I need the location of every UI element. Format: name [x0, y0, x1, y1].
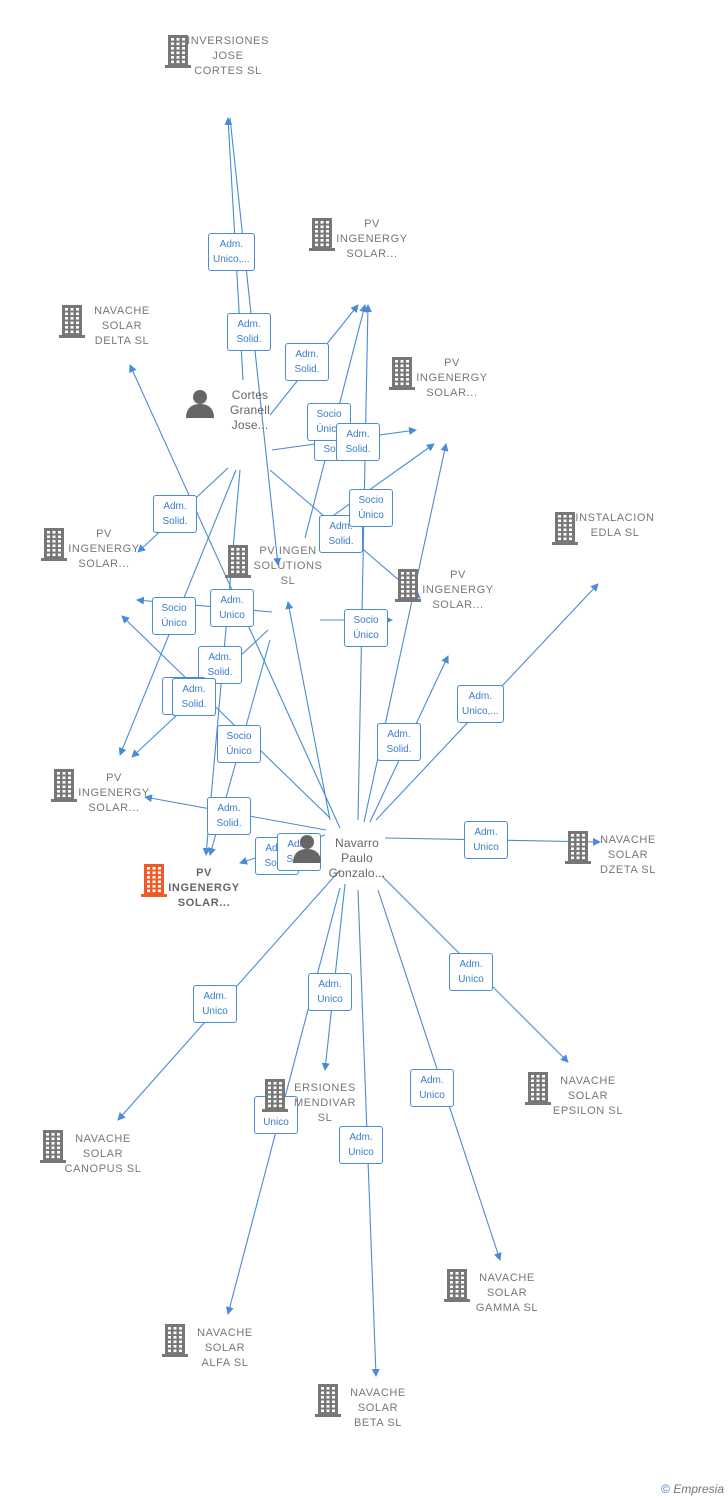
edge-navarro-to-pv_solutions — [285, 601, 331, 821]
edge-label-navarro-to-dzeta[interactable]: Adm. Unico — [464, 821, 508, 859]
node-pv_right2[interactable]: PV INGENERGY SOLAR... — [393, 568, 523, 617]
node-label: PV INGENERGY SOLAR... — [78, 772, 150, 814]
node-alfa[interactable]: NAVACHE SOLAR ALFA SL — [160, 1323, 290, 1371]
edge-label-pv_solutions-to-pv_right1[interactable]: Socio Único — [349, 489, 393, 527]
node-navarro[interactable]: Navarro Paulo Gonzalo... — [292, 833, 422, 881]
edge-label-navarro-to-pv_left2[interactable]: Adm. Solid. — [207, 797, 251, 835]
copyright-symbol: © — [661, 1482, 670, 1496]
node-pv_right1[interactable]: PV INGENERGY SOLAR... — [387, 356, 517, 405]
node-pv_solutions[interactable]: PV INGEN SOLUTIONS SL — [223, 544, 353, 593]
edge-navarro-to-pv_top — [357, 304, 372, 821]
brand-logo[interactable]: Empresia — [673, 1482, 724, 1496]
node-label: PV INGENERGY SOLAR... — [422, 569, 494, 611]
node-epsilon[interactable]: NAVACHE SOLAR EPSILON SL — [523, 1071, 653, 1119]
edge-label-pv_solutions-to-pv_left1[interactable]: Socio Único — [152, 597, 196, 635]
edge-label-cortes-to-pv_left1[interactable]: Adm. Solid. — [153, 495, 197, 533]
node-dzeta[interactable]: NAVACHE SOLAR DZETA SL — [563, 830, 693, 878]
node-label: INSTALACION EDLA SL — [575, 512, 655, 539]
node-label: INVERSIONES JOSE CORTES SL — [187, 35, 269, 77]
node-beta[interactable]: NAVACHE SOLAR BETA SL — [313, 1383, 443, 1431]
edge-label-pv_solutions-to-pv_main[interactable]: Socio Único — [217, 725, 261, 763]
edge-label-cortes-to-pv_top[interactable]: Adm. Solid. — [285, 343, 329, 381]
node-pv_top[interactable]: PV INGENERGY SOLAR... — [307, 217, 437, 266]
edge-label-navarro-to-delta[interactable]: Adm. Unico — [210, 589, 254, 627]
node-label: Cortes Granell Jose... — [229, 388, 271, 432]
node-delta[interactable]: NAVACHE SOLAR DELTA SL — [57, 304, 187, 353]
edge-pv_solutions-to-pv_right1 — [319, 443, 435, 526]
node-label: PV INGENERGY SOLAR... — [416, 357, 488, 399]
node-label: PV INGEN SOLUTIONS SL — [253, 545, 323, 587]
node-inv_jose[interactable]: INVERSIONES JOSE CORTES SL — [163, 34, 293, 83]
node-pv_left1[interactable]: PV INGENERGY SOLAR... — [39, 527, 169, 576]
node-gamma[interactable]: NAVACHE SOLAR GAMMA SL — [442, 1268, 572, 1316]
edge-navarro-to-pv_left1 — [121, 615, 331, 819]
node-mendivar[interactable]: ERSIONES MENDIVAR SL — [260, 1078, 390, 1126]
node-pv_main[interactable]: PV INGENERGY SOLAR... — [139, 863, 269, 911]
node-pv_left2[interactable]: PV INGENERGY SOLAR... — [49, 768, 179, 816]
node-label: NAVACHE SOLAR BETA SL — [350, 1387, 406, 1429]
copyright-footer: © Empresia — [661, 1482, 724, 1496]
edge-label-navarro-to-pv_top[interactable]: Adm. Solid. — [336, 423, 380, 461]
node-cortes[interactable]: Cortes Granell Jose... — [185, 388, 315, 437]
node-label: NAVACHE SOLAR CANOPUS SL — [64, 1133, 142, 1175]
node-canopus[interactable]: NAVACHE SOLAR CANOPUS SL — [38, 1129, 168, 1177]
node-label: NAVACHE SOLAR DELTA SL — [94, 305, 150, 347]
node-label: NAVACHE SOLAR DZETA SL — [600, 834, 656, 876]
edge-label-pv_solutions-to-pv_right2[interactable]: Socio Único — [344, 609, 388, 647]
node-label: PV INGENERGY SOLAR... — [68, 528, 140, 570]
edge-label-navarro-to-mendivar[interactable]: Adm. Unico — [308, 973, 352, 1011]
node-label: NAVACHE SOLAR EPSILON SL — [552, 1075, 624, 1117]
edge-label-navarro-to-gamma[interactable]: Adm. Unico — [410, 1069, 454, 1107]
edge-label-cortes-to-inv_jose[interactable]: Adm. Solid. — [227, 313, 271, 351]
node-label: Navarro Paulo Gonzalo... — [328, 836, 386, 880]
edge-label-navarro-to-pv_left1[interactable]: Adm. Solid. — [172, 678, 216, 716]
edge-label-navarro-to-instalacion[interactable]: Adm. Unico,... — [457, 685, 504, 723]
node-label: NAVACHE SOLAR ALFA SL — [197, 1327, 253, 1369]
edge-label-navarro-to-epsilon[interactable]: Adm. Unico — [449, 953, 493, 991]
edge-label-navarro-to-beta[interactable]: Adm. Unico — [339, 1126, 383, 1164]
node-label: PV INGENERGY SOLAR... — [168, 867, 240, 909]
edge-label-navarro-to-canopus[interactable]: Adm. Unico — [193, 985, 237, 1023]
node-instalacion[interactable]: INSTALACION EDLA SL — [550, 511, 680, 545]
node-label: NAVACHE SOLAR GAMMA SL — [475, 1272, 539, 1314]
node-label: ERSIONES MENDIVAR SL — [293, 1082, 357, 1124]
node-label: PV INGENERGY SOLAR... — [336, 218, 408, 260]
edge-label-navarro-to-pv_right2[interactable]: Adm. Solid. — [377, 723, 421, 761]
edge-label-inv_jose-to-pv_solutions[interactable]: Adm. Unico,... — [208, 233, 255, 271]
